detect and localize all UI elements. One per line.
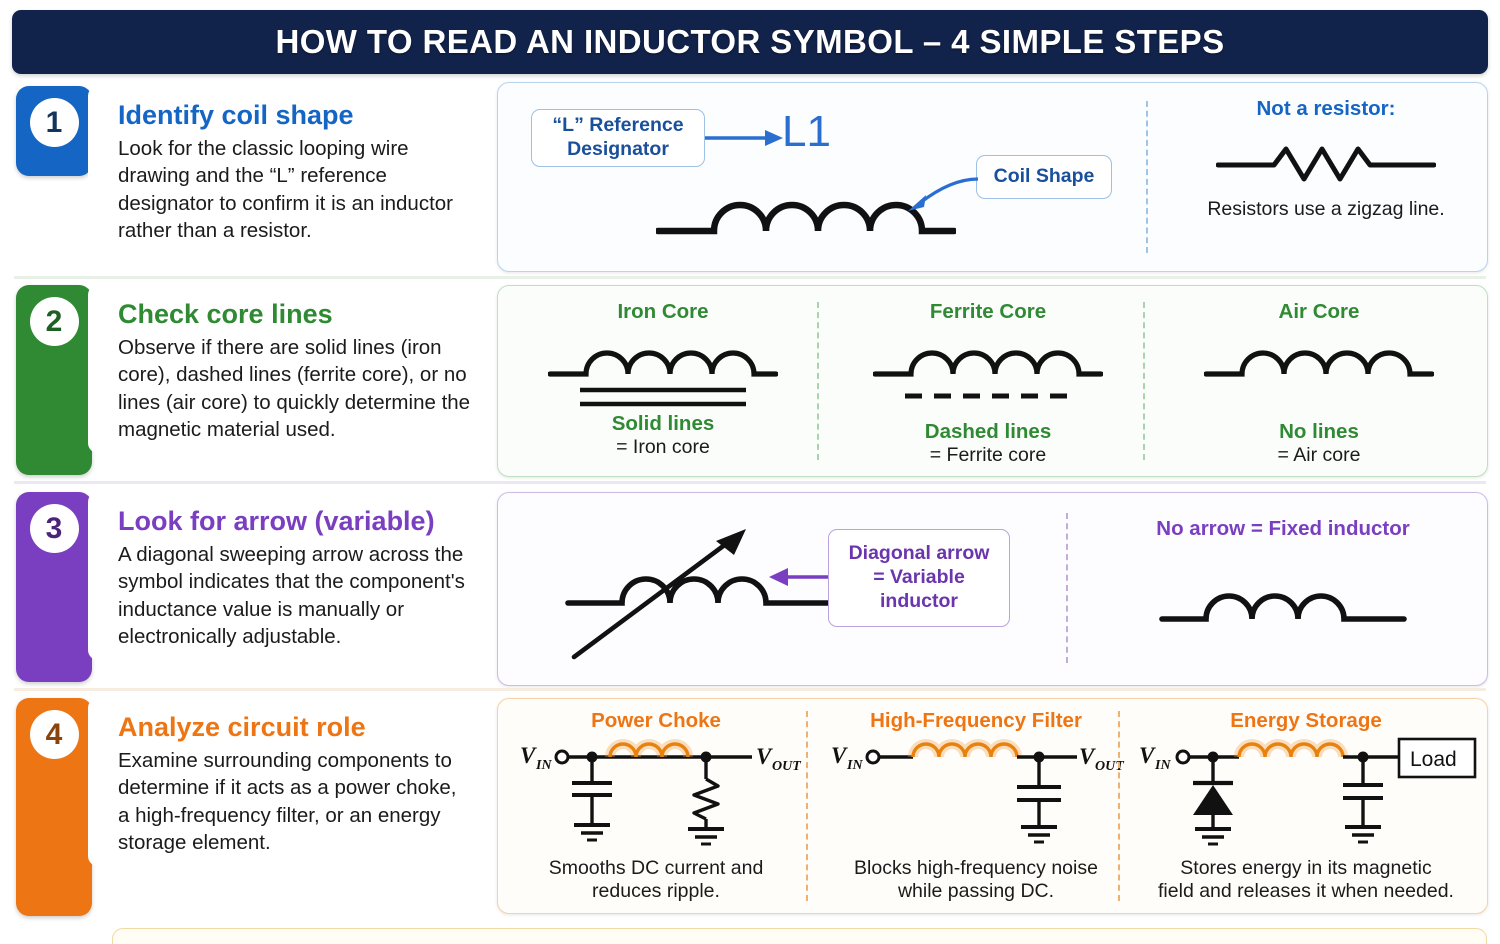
step-body-4: Examine surrounding components to determ… [118, 749, 457, 854]
circuit-hf-filter-caption-line2: while passing DC. [897, 880, 1055, 902]
circuit-cell-hf-filter: High-Frequency Filter V IN V OUT [816, 709, 1136, 903]
core-cell-air-caption: = Air core [1277, 444, 1361, 466]
circuit-diagram-power-choke: V IN V OUT [520, 739, 802, 846]
svg-text:IN: IN [846, 758, 863, 773]
step-badge-2: 2 [16, 285, 92, 475]
panel-divider-4a [806, 711, 808, 901]
inductor-symbol-coil [656, 201, 956, 235]
core-cell-ferrite: Ferrite Core Dashed lines = Ferrite core [828, 300, 1148, 467]
step-badge-4: 4 [16, 698, 92, 916]
panel-divider-1 [1146, 101, 1148, 253]
step-panel-2: Iron Core Solid lines = Iron core Ferrit… [497, 285, 1488, 477]
callout-variable-line2: = Variable [873, 566, 965, 589]
page-title: HOW TO READ AN INDUCTOR SYMBOL – 4 SIMPL… [275, 23, 1225, 60]
step-body-1: Look for the classic looping wire drawin… [118, 137, 453, 242]
inductor-symbol-ferrite-core [873, 350, 1103, 399]
circuit-power-choke-caption-line1: Smooths DC current and [548, 857, 764, 879]
core-cell-air: Air Core No lines = Air core [1154, 300, 1484, 467]
step-panel-1: “L” Reference Designator L1 Coil Shape [497, 82, 1488, 272]
row-separator-2 [14, 481, 1486, 484]
core-cell-ferrite-caption: = Ferrite core [929, 444, 1047, 466]
fixed-inductor-cell: No arrow = Fixed inductor [1088, 517, 1478, 629]
panel-divider-3 [1066, 513, 1068, 663]
callout-reference-designator: “L” Reference Designator [531, 109, 705, 167]
resistor-symbol-zigzag [1216, 146, 1436, 182]
fixed-inductor-title: No arrow = Fixed inductor [1156, 517, 1410, 540]
page-header: HOW TO READ AN INDUCTOR SYMBOL – 4 SIMPL… [12, 10, 1488, 74]
step-badge-1: 1 [16, 86, 92, 176]
core-cell-air-caption-bold: No lines [1279, 420, 1359, 443]
reference-designator-value: L1 [782, 107, 831, 156]
callout-coil-shape: Coil Shape [976, 155, 1112, 199]
circuit-power-choke-title: Power Choke [591, 709, 721, 732]
panel-divider-2a [817, 302, 819, 460]
svg-text:IN: IN [1154, 758, 1171, 773]
inductor-symbol-variable [565, 529, 835, 660]
step-title-2: Check core lines [118, 299, 333, 329]
svg-text:OUT: OUT [1095, 759, 1125, 774]
callout-variable-inductor: Diagonal arrow = Variable inductor [828, 529, 1010, 627]
svg-text:V: V [756, 744, 773, 769]
circuit-energy-storage-title: Energy Storage [1230, 709, 1382, 732]
circuit-cell-power-choke: Power Choke V IN V OUT [506, 709, 806, 903]
arrow-coil-shape [908, 177, 979, 211]
core-cell-air-title: Air Core [1278, 300, 1360, 323]
circuit-energy-storage-caption-line2: field and releases it when needed. [1158, 880, 1454, 902]
step-text-4: Analyze circuit role Examine surrounding… [88, 698, 488, 867]
arrow-reference-to-l1 [705, 130, 783, 146]
step-text-1: Identify coil shape Look for the classic… [88, 86, 488, 255]
step-body-3: A diagonal sweeping arrow across the sym… [118, 543, 465, 648]
svg-text:OUT: OUT [772, 759, 802, 774]
not-a-resistor-cell: Not a resistor: Resistors use a zigzag l… [1166, 97, 1486, 221]
step-title-4: Analyze circuit role [118, 712, 366, 742]
circuit-power-choke-caption-line2: reduces ripple. [592, 880, 720, 902]
step-title-3: Look for arrow (variable) [118, 506, 435, 536]
panel-divider-4b [1118, 711, 1120, 901]
callout-reference-designator-label: “L” Reference Designator [552, 114, 684, 160]
svg-text:Load: Load [1410, 748, 1457, 771]
core-cell-ferrite-caption-bold: Dashed lines [924, 420, 1052, 443]
step-body-2: Observe if there are solid lines (iron c… [118, 336, 471, 441]
step-title-1: Identify coil shape [118, 100, 354, 130]
svg-text:V: V [1079, 744, 1096, 769]
svg-text:IN: IN [535, 758, 552, 773]
not-a-resistor-title: Not a resistor: [1256, 97, 1396, 120]
not-a-resistor-caption: Resistors use a zigzag line. [1207, 198, 1445, 220]
circuit-hf-filter-caption-line1: Blocks high-frequency noise [854, 857, 1098, 879]
step-number-1: 1 [29, 98, 79, 147]
step-panel-4: Power Choke V IN V OUT [497, 698, 1488, 914]
inductor-symbol-iron-core [548, 350, 778, 407]
core-cell-iron-caption-bold: Solid lines [611, 412, 715, 435]
callout-variable-line1: Diagonal arrow [848, 542, 990, 565]
bottom-tip-card [112, 928, 1487, 944]
circuit-energy-storage-caption-line1: Stores energy in its magnetic [1180, 857, 1432, 879]
panel-divider-2b [1143, 302, 1145, 460]
step-text-3: Look for arrow (variable) A diagonal swe… [88, 492, 488, 661]
core-cell-iron: Iron Core Solid lines = Iron core [508, 300, 818, 459]
row-separator-3 [14, 688, 1486, 691]
svg-text:V: V [1139, 743, 1156, 768]
svg-text:V: V [831, 743, 848, 768]
circuit-diagram-hf-filter: V IN V OUT [831, 739, 1125, 844]
step-number-3: 3 [29, 504, 79, 553]
step-number-2: 2 [29, 297, 79, 346]
inductor-symbol-air-core [1204, 350, 1434, 377]
row-separator-1 [14, 276, 1486, 279]
inductor-symbol-fixed [1159, 593, 1407, 622]
step-text-2: Check core lines Observe if there are so… [88, 285, 488, 454]
step-number-4: 4 [29, 710, 79, 759]
circuit-cell-energy-storage: Energy Storage V IN Load [1128, 709, 1484, 903]
svg-text:V: V [520, 743, 537, 768]
callout-variable-line3: inductor [880, 589, 958, 612]
circuit-hf-filter-title: High-Frequency Filter [870, 709, 1082, 732]
circuit-diagram-energy-storage: V IN Load [1139, 737, 1477, 846]
core-cell-iron-caption: = Iron core [616, 436, 710, 458]
callout-coil-shape-label: Coil Shape [993, 165, 1095, 188]
step-badge-3: 3 [16, 492, 92, 682]
core-cell-iron-title: Iron Core [617, 300, 709, 323]
core-cell-ferrite-title: Ferrite Core [929, 300, 1047, 323]
step-panel-3: Diagonal arrow = Variable inductor No ar… [497, 492, 1488, 686]
